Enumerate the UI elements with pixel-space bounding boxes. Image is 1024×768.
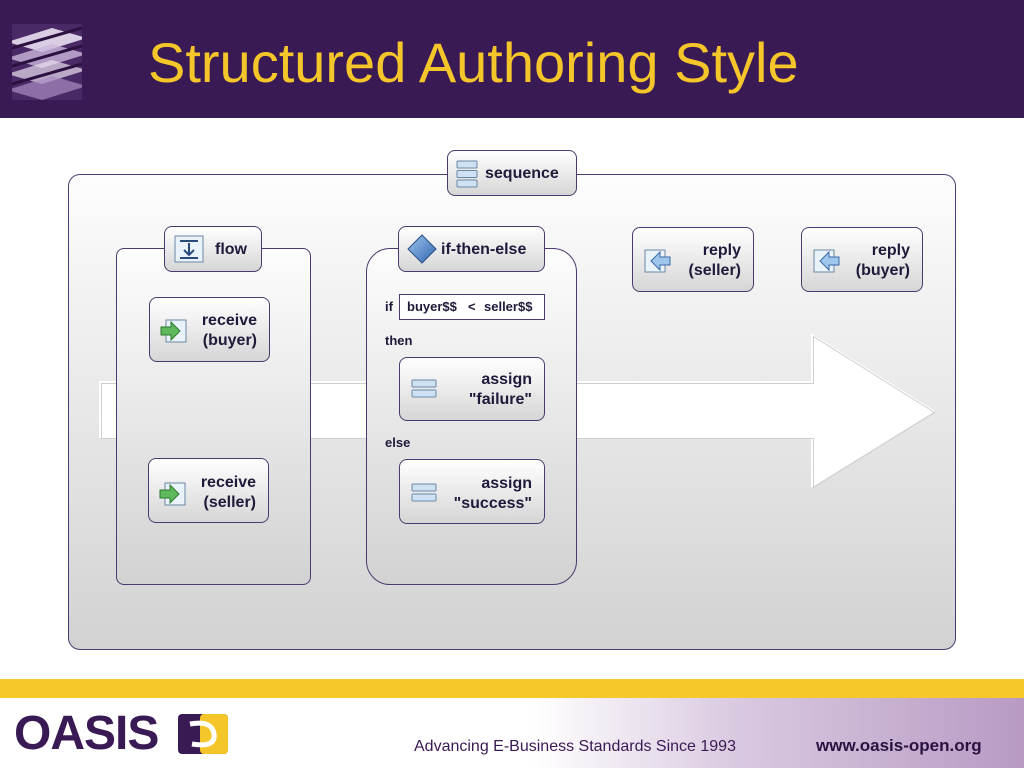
condition-operator: < — [468, 299, 476, 314]
reply-icon — [643, 248, 671, 279]
assign-failure-line2: "failure" — [468, 391, 532, 408]
assign-failure-activity[interactable]: assign "failure" — [399, 357, 545, 421]
slide-header: Structured Authoring Style — [0, 0, 1024, 118]
reply-seller-line2: (seller) — [688, 262, 741, 279]
assign-icon — [411, 378, 437, 405]
receive-icon — [159, 481, 187, 512]
footer-url[interactable]: www.oasis-open.org — [816, 736, 982, 755]
condition-expression[interactable]: buyer$$ < seller$$ — [399, 294, 545, 320]
assign-icon — [411, 482, 437, 509]
receive-seller-line1: receive — [200, 474, 256, 491]
flow-tag[interactable]: flow — [164, 226, 262, 272]
receive-buyer-activity[interactable]: receive (buyer) — [149, 297, 270, 362]
reply-buyer-activity[interactable]: reply (buyer) — [801, 227, 923, 292]
else-label: else — [385, 435, 411, 450]
assign-success-line2: "success" — [453, 495, 532, 512]
header-logo-image — [12, 24, 82, 100]
reply-icon — [812, 248, 840, 279]
receive-seller-activity[interactable]: receive (seller) — [148, 458, 269, 523]
footer-tagline: Advancing E-Business Standards Since 199… — [414, 738, 736, 755]
footer-stripe — [0, 679, 1024, 698]
sequence-tag[interactable]: sequence — [447, 150, 577, 196]
flow-label: flow — [215, 241, 247, 258]
sequence-icon — [456, 160, 478, 193]
receive-buyer-line2: (buyer) — [202, 332, 257, 349]
assign-failure-line1: assign — [481, 371, 532, 388]
oasis-logo-text: OASIS — [14, 707, 159, 760]
reply-buyer-line1: reply — [871, 242, 910, 259]
reply-seller-activity[interactable]: reply (seller) — [632, 227, 754, 292]
sequence-label: sequence — [485, 165, 559, 182]
receive-seller-line2: (seller) — [203, 494, 256, 511]
reply-buyer-line2: (buyer) — [855, 262, 910, 279]
then-label: then — [385, 333, 413, 348]
if-label: if — [385, 299, 393, 314]
diamond-icon — [406, 233, 438, 270]
slide-title: Structured Authoring Style — [148, 31, 799, 94]
assign-success-line1: assign — [481, 475, 532, 492]
reply-seller-line1: reply — [702, 242, 741, 259]
assign-success-activity[interactable]: assign "success" — [399, 459, 545, 524]
flow-icon — [174, 235, 204, 268]
receive-buyer-line1: receive — [201, 312, 257, 329]
condition-right: seller$$ — [484, 299, 533, 314]
receive-icon — [160, 318, 188, 349]
condition-left: buyer$$ — [407, 299, 457, 314]
if-then-else-tag[interactable]: if-then-else — [398, 226, 545, 272]
slide-footer: OASIS Advancing E-Business Standards Sin… — [0, 698, 1024, 768]
if-then-else-label: if-then-else — [441, 241, 527, 258]
oasis-logo-mark-icon — [178, 714, 228, 759]
